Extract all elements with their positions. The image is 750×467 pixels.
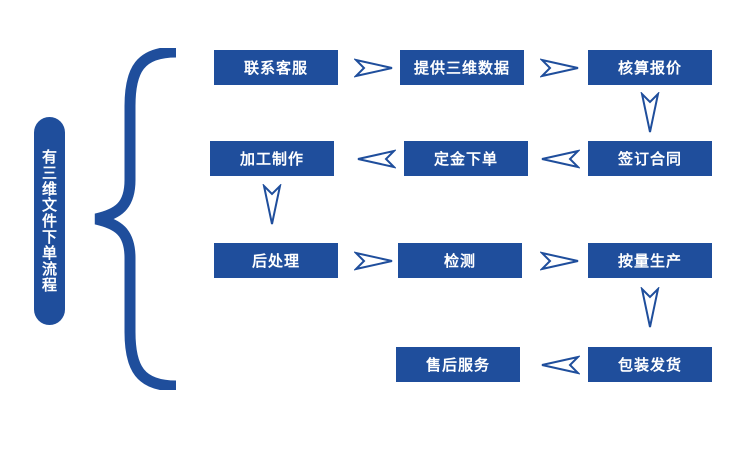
step-label: 售后服务 <box>425 356 490 374</box>
curly-brace <box>94 48 177 390</box>
arrow-right-icon <box>540 251 579 271</box>
step-label: 检测 <box>443 252 476 270</box>
arrow-left-icon <box>541 355 580 375</box>
step-label: 提供三维数据 <box>413 59 510 77</box>
step-box-manufacture: 加工制作 <box>210 141 334 176</box>
step-label: 核算报价 <box>617 59 682 77</box>
step-box-pack-ship: 包装发货 <box>588 347 712 382</box>
step-label: 后处理 <box>251 252 300 270</box>
step-box-provide-3d-data: 提供三维数据 <box>400 50 524 85</box>
arrow-right-icon <box>354 58 393 78</box>
arrow-left-icon <box>541 149 580 169</box>
side-title-label: 有三维文件下单流程 <box>40 149 58 293</box>
step-label: 包装发货 <box>617 356 682 374</box>
step-label: 按量生产 <box>617 252 682 270</box>
step-label: 签订合同 <box>617 150 682 168</box>
step-box-sign-contract: 签订合同 <box>588 141 712 176</box>
arrow-right-icon <box>540 58 579 78</box>
side-title-pill: 有三维文件下单流程 <box>34 117 65 325</box>
step-box-deposit-order: 定金下单 <box>404 141 528 176</box>
step-label: 联系客服 <box>243 59 308 77</box>
step-box-post-processing: 后处理 <box>214 243 338 278</box>
step-box-after-sales: 售后服务 <box>396 347 520 382</box>
arrow-down-icon <box>262 184 282 225</box>
step-label: 定金下单 <box>433 150 498 168</box>
step-box-inspection: 检测 <box>398 243 522 278</box>
step-box-contact-service: 联系客服 <box>214 50 338 85</box>
arrow-down-icon <box>640 92 660 133</box>
arrow-down-icon <box>640 287 660 328</box>
arrow-left-icon <box>357 149 396 169</box>
step-box-mass-production: 按量生产 <box>588 243 712 278</box>
arrow-right-icon <box>354 251 393 271</box>
step-label: 加工制作 <box>239 150 304 168</box>
step-box-quote: 核算报价 <box>588 50 712 85</box>
